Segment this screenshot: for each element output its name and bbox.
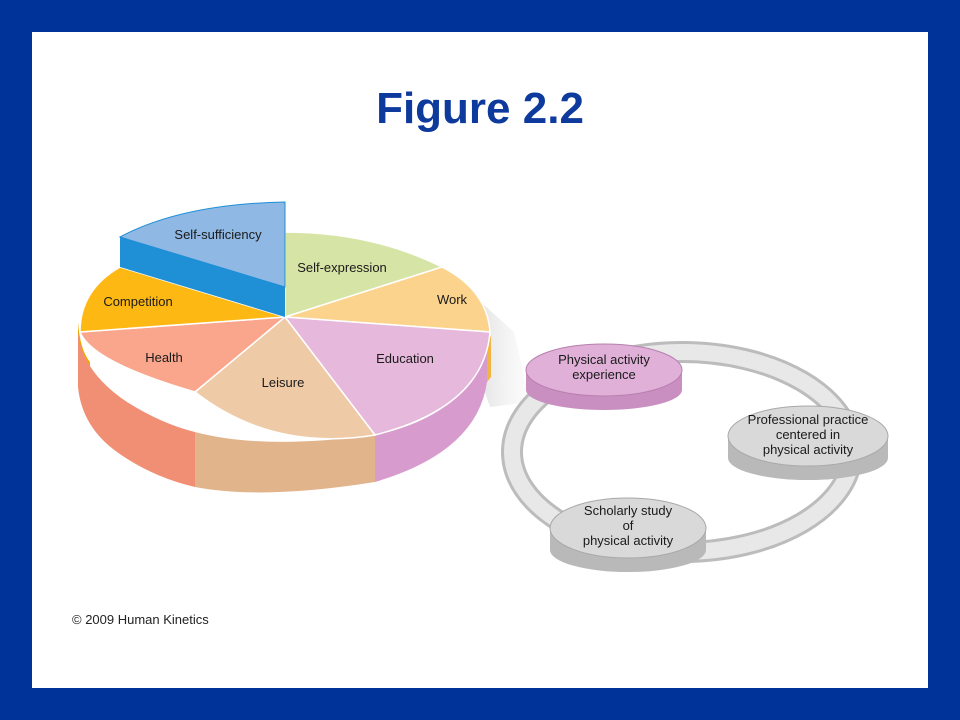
node2-line1: Professional practice xyxy=(748,412,869,427)
pie-label-competition: Competition xyxy=(103,294,172,309)
pie-slice-self-sufficiency xyxy=(118,201,286,288)
figure-title: Figure 2.2 xyxy=(376,84,584,133)
pie-slice-self-expression xyxy=(284,231,444,319)
slide-panel: Figure 2.2 xyxy=(32,32,928,688)
node2-line2: centered in xyxy=(776,427,840,442)
node3-line1: Scholarly study xyxy=(584,503,673,518)
pie-slice-leisure xyxy=(193,315,377,440)
pie-slice-education xyxy=(283,316,491,436)
cycle-node-scholarly-study: Scholarly study of physical activity xyxy=(549,497,707,572)
pie-side-education xyxy=(375,352,487,482)
node3-line2: of xyxy=(623,518,634,533)
pie-label-self-expression: Self-expression xyxy=(297,260,387,275)
pie-side-leisure xyxy=(195,432,375,493)
cycle-diagram: Physical activity experience Professiona… xyxy=(501,341,889,572)
pie-slice-work xyxy=(284,266,491,333)
pie-side-health xyxy=(78,332,195,487)
pie-side-self-sufficiency xyxy=(120,237,285,317)
cycle-node-professional-practice: Professional practice centered in physic… xyxy=(727,405,889,480)
pie-label-health: Health xyxy=(145,350,183,365)
cycle-node-physical-activity-experience: Physical activity experience xyxy=(525,343,683,410)
activity-diagram: Self-sufficiency Self-expression Work Ed… xyxy=(78,201,889,572)
pie-label-self-sufficiency: Self-sufficiency xyxy=(174,227,262,242)
pie-slice-health xyxy=(78,316,288,393)
pie-chart: Self-sufficiency Self-expression Work Ed… xyxy=(78,201,491,493)
node3-line3: physical activity xyxy=(583,533,674,548)
copyright-notice: © 2009 Human Kinetics xyxy=(72,612,209,627)
node2-line3: physical activity xyxy=(763,442,854,457)
pie-label-education: Education xyxy=(376,351,434,366)
pie-label-work: Work xyxy=(437,292,468,307)
pie-slice-competition xyxy=(79,266,286,333)
node1-line2: experience xyxy=(572,367,636,382)
pie-label-leisure: Leisure xyxy=(262,375,305,390)
node1-line1: Physical activity xyxy=(558,352,650,367)
